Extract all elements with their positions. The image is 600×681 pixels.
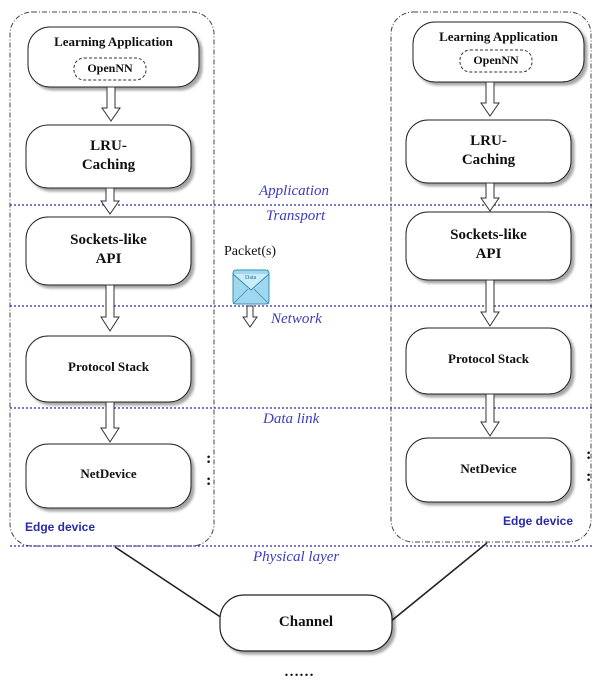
left-sockets-api-line2: API	[95, 251, 122, 267]
left-arrow-app-to-cache	[101, 86, 121, 122]
left-channel-link	[114, 546, 226, 621]
packet-envelope-icon	[232, 269, 270, 305]
right-channel-link	[389, 542, 488, 623]
network-layer-label: Network	[271, 311, 322, 327]
left-netdevice-box	[25, 443, 192, 509]
left-learning-application-title: Learning Application	[54, 34, 173, 49]
left-lru-caching-line2: Caching	[81, 157, 136, 173]
right-opennn-label: OpenNN	[473, 53, 519, 67]
physical-layer-label: Physical layer	[253, 549, 340, 565]
right-opennn-box	[459, 49, 533, 73]
right-netdevice-label: NetDevice	[460, 461, 517, 476]
left-edge-device-label: Edge device	[25, 520, 96, 534]
left-netdevice-more-indicator: ::	[206, 450, 212, 489]
left-arrow-api-to-stack	[100, 284, 120, 332]
left-lru-caching-line1: LRU-	[90, 138, 127, 154]
right-arrow-api-to-stack	[480, 279, 500, 327]
left-sockets-api-line1: Sockets-like	[70, 232, 147, 248]
right-learning-application-title: Learning Application	[439, 29, 558, 44]
left-protocol-stack-label: Protocol Stack	[68, 359, 149, 374]
right-protocol-stack-label: Protocol Stack	[448, 351, 529, 366]
right-arrow-app-to-cache	[480, 81, 500, 117]
right-lru-caching-line1: LRU-	[470, 133, 507, 149]
application-layer-label: Application	[259, 183, 329, 199]
envelope-data-label: Data	[245, 275, 257, 281]
right-netdevice-box	[405, 437, 572, 503]
right-arrow-cache-to-api	[480, 182, 500, 212]
right-sockets-api-line2: API	[475, 246, 502, 262]
right-edge-device-label: Edge device	[503, 514, 574, 528]
more-channels-ellipsis: ……	[284, 664, 314, 680]
left-opennn-label: OpenNN	[87, 61, 133, 75]
packet-label: Packet(s)	[224, 244, 277, 259]
channel-box	[219, 594, 393, 652]
left-edge-device-container	[9, 11, 215, 547]
right-lru-caching-line2: Caching	[461, 152, 516, 168]
channel-label: Channel	[278, 614, 334, 630]
left-arrow-stack-to-netdevice	[100, 401, 120, 443]
left-arrow-cache-to-api	[100, 187, 120, 215]
data-link-layer-label: Data link	[263, 411, 320, 427]
right-netdevice-more-indicator: ::	[586, 446, 592, 485]
right-edge-device-container	[390, 11, 592, 543]
transport-layer-label: Transport	[266, 208, 326, 224]
left-opennn-box	[73, 57, 147, 81]
right-sockets-api-line1: Sockets-like	[450, 227, 527, 243]
left-netdevice-label: NetDevice	[80, 466, 137, 481]
packet-down-arrow	[242, 305, 258, 328]
right-arrow-stack-to-netdevice	[480, 393, 500, 437]
